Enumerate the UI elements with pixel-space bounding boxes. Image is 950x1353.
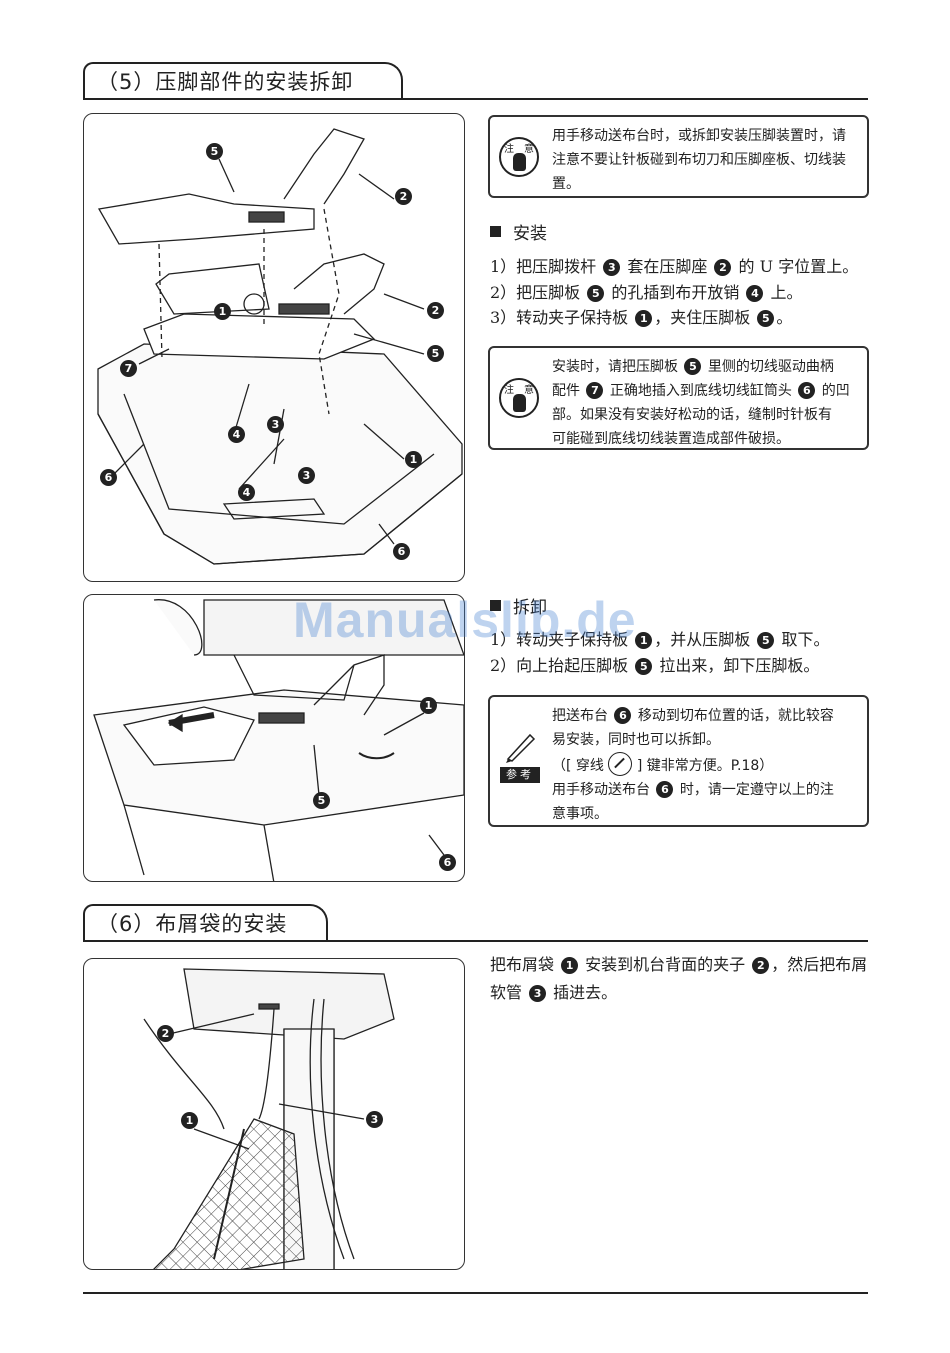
fig1-callout: 4 (228, 426, 245, 443)
section-6-title: （6）布屑袋的安装 (83, 904, 328, 942)
footer-rule (83, 1292, 868, 1294)
thread-key-icon (608, 752, 633, 776)
installation-illustration (97, 128, 463, 565)
reference-line-5: 意事项。 (552, 806, 608, 822)
caution-2-line-1: 安装时，请把压脚板 5 里侧的切线驱动曲柄 (552, 358, 834, 375)
fig1-callout: 2 (395, 188, 412, 205)
caution-hand-icon: 注 意 (499, 378, 539, 418)
install-step-1: 1）把压脚拨杆 3 套在压脚座 2 的 U 字位置上。 (490, 257, 859, 276)
reference-pen-icon: 参考 (500, 731, 540, 783)
caution-2-line-2: 配件 7 正确地插入到底线切线缸筒头 6 的凹 (552, 382, 850, 399)
fig1-callout: 7 (120, 360, 137, 377)
figure-dust-bag (83, 958, 465, 1270)
dust-bag-text: 把布屑袋 1 安装到机台背面的夹子 2，然后把布屑 软管 3 插进去。 (490, 951, 870, 1007)
fig1-callout: 5 (427, 345, 444, 362)
fig1-callout: 3 (298, 467, 315, 484)
caution-hand-icon: 注 意 (499, 137, 539, 177)
reference-line-3: （[ 穿线 ] 键非常方便。P.18） (552, 752, 859, 778)
fig1-callout: 1 (214, 303, 231, 320)
section-5-rule (83, 98, 868, 100)
caution-2-line-3: 部。如果没有安装好松动的话，缝制时针板有 (552, 407, 832, 423)
fig1-callout: 1 (405, 451, 422, 468)
install-step-3: 3）转动夹子保持板 1，夹住压脚板 5。 (490, 308, 793, 327)
removal-heading: 拆卸 (490, 593, 547, 618)
fig3-callout: 3 (366, 1111, 383, 1128)
fig1-callout: 6 (393, 543, 410, 560)
fig3-callout: 2 (157, 1025, 174, 1042)
fig1-callout: 3 (267, 416, 284, 433)
caution-1-text: 用手移动送布台时，或拆卸安装压脚装置时，请注意不要让针板碰到布切刀和压脚座板、切… (552, 128, 846, 192)
removal-illustration (93, 599, 464, 881)
section-6-rule (83, 940, 868, 942)
fig1-callout: 6 (100, 469, 117, 486)
figure-removal (83, 594, 465, 882)
dust-bag-line-1: 把布屑袋 1 安装到机台背面的夹子 2，然后把布屑 (490, 955, 868, 974)
caution-box-1: 注 意 用手移动送布台时，或拆卸安装压脚装置时，请注意不要让针板碰到布切刀和压脚… (488, 115, 869, 198)
fig1-callout: 5 (206, 143, 223, 160)
dust-bag-illustration (143, 968, 395, 1269)
fig3-callout: 1 (181, 1112, 198, 1129)
fig2-callout: 6 (439, 854, 456, 871)
removal-step-1: 1）转动夹子保持板 1，并从压脚板 5 取下。 (490, 630, 830, 649)
figure-installation (83, 113, 465, 582)
fig1-callout: 2 (427, 302, 444, 319)
fig2-callout: 1 (420, 697, 437, 714)
reference-line-2: 易安装，同时也可以拆卸。 (552, 732, 720, 748)
removal-step-2: 2）向上抬起压脚板 5 拉出来，卸下压脚板。 (490, 656, 820, 675)
reference-line-1: 把送布台 6 移动到切布位置的话，就比较容 (552, 707, 834, 724)
reference-line-4: 用手移动送布台 6 时，请一定遵守以上的注 (552, 781, 834, 798)
section-5-title: （5）压脚部件的安装拆卸 (83, 62, 403, 100)
dust-bag-line-2: 软管 3 插进去。 (490, 983, 618, 1002)
caution-2-line-4: 可能碰到底线切线装置造成部件破损。 (552, 431, 790, 447)
fig1-callout: 4 (238, 484, 255, 501)
install-heading: 安装 (490, 219, 547, 244)
fig2-callout: 5 (313, 792, 330, 809)
reference-box: 参考 把送布台 6 移动到切布位置的话，就比较容 易安装，同时也可以拆卸。 （[… (488, 695, 869, 827)
install-step-2: 2）把压脚板 5 的孔插到布开放销 4 上。 (490, 283, 803, 302)
caution-box-2: 注 意 安装时，请把压脚板 5 里侧的切线驱动曲柄 配件 7 正确地插入到底线切… (488, 346, 869, 450)
